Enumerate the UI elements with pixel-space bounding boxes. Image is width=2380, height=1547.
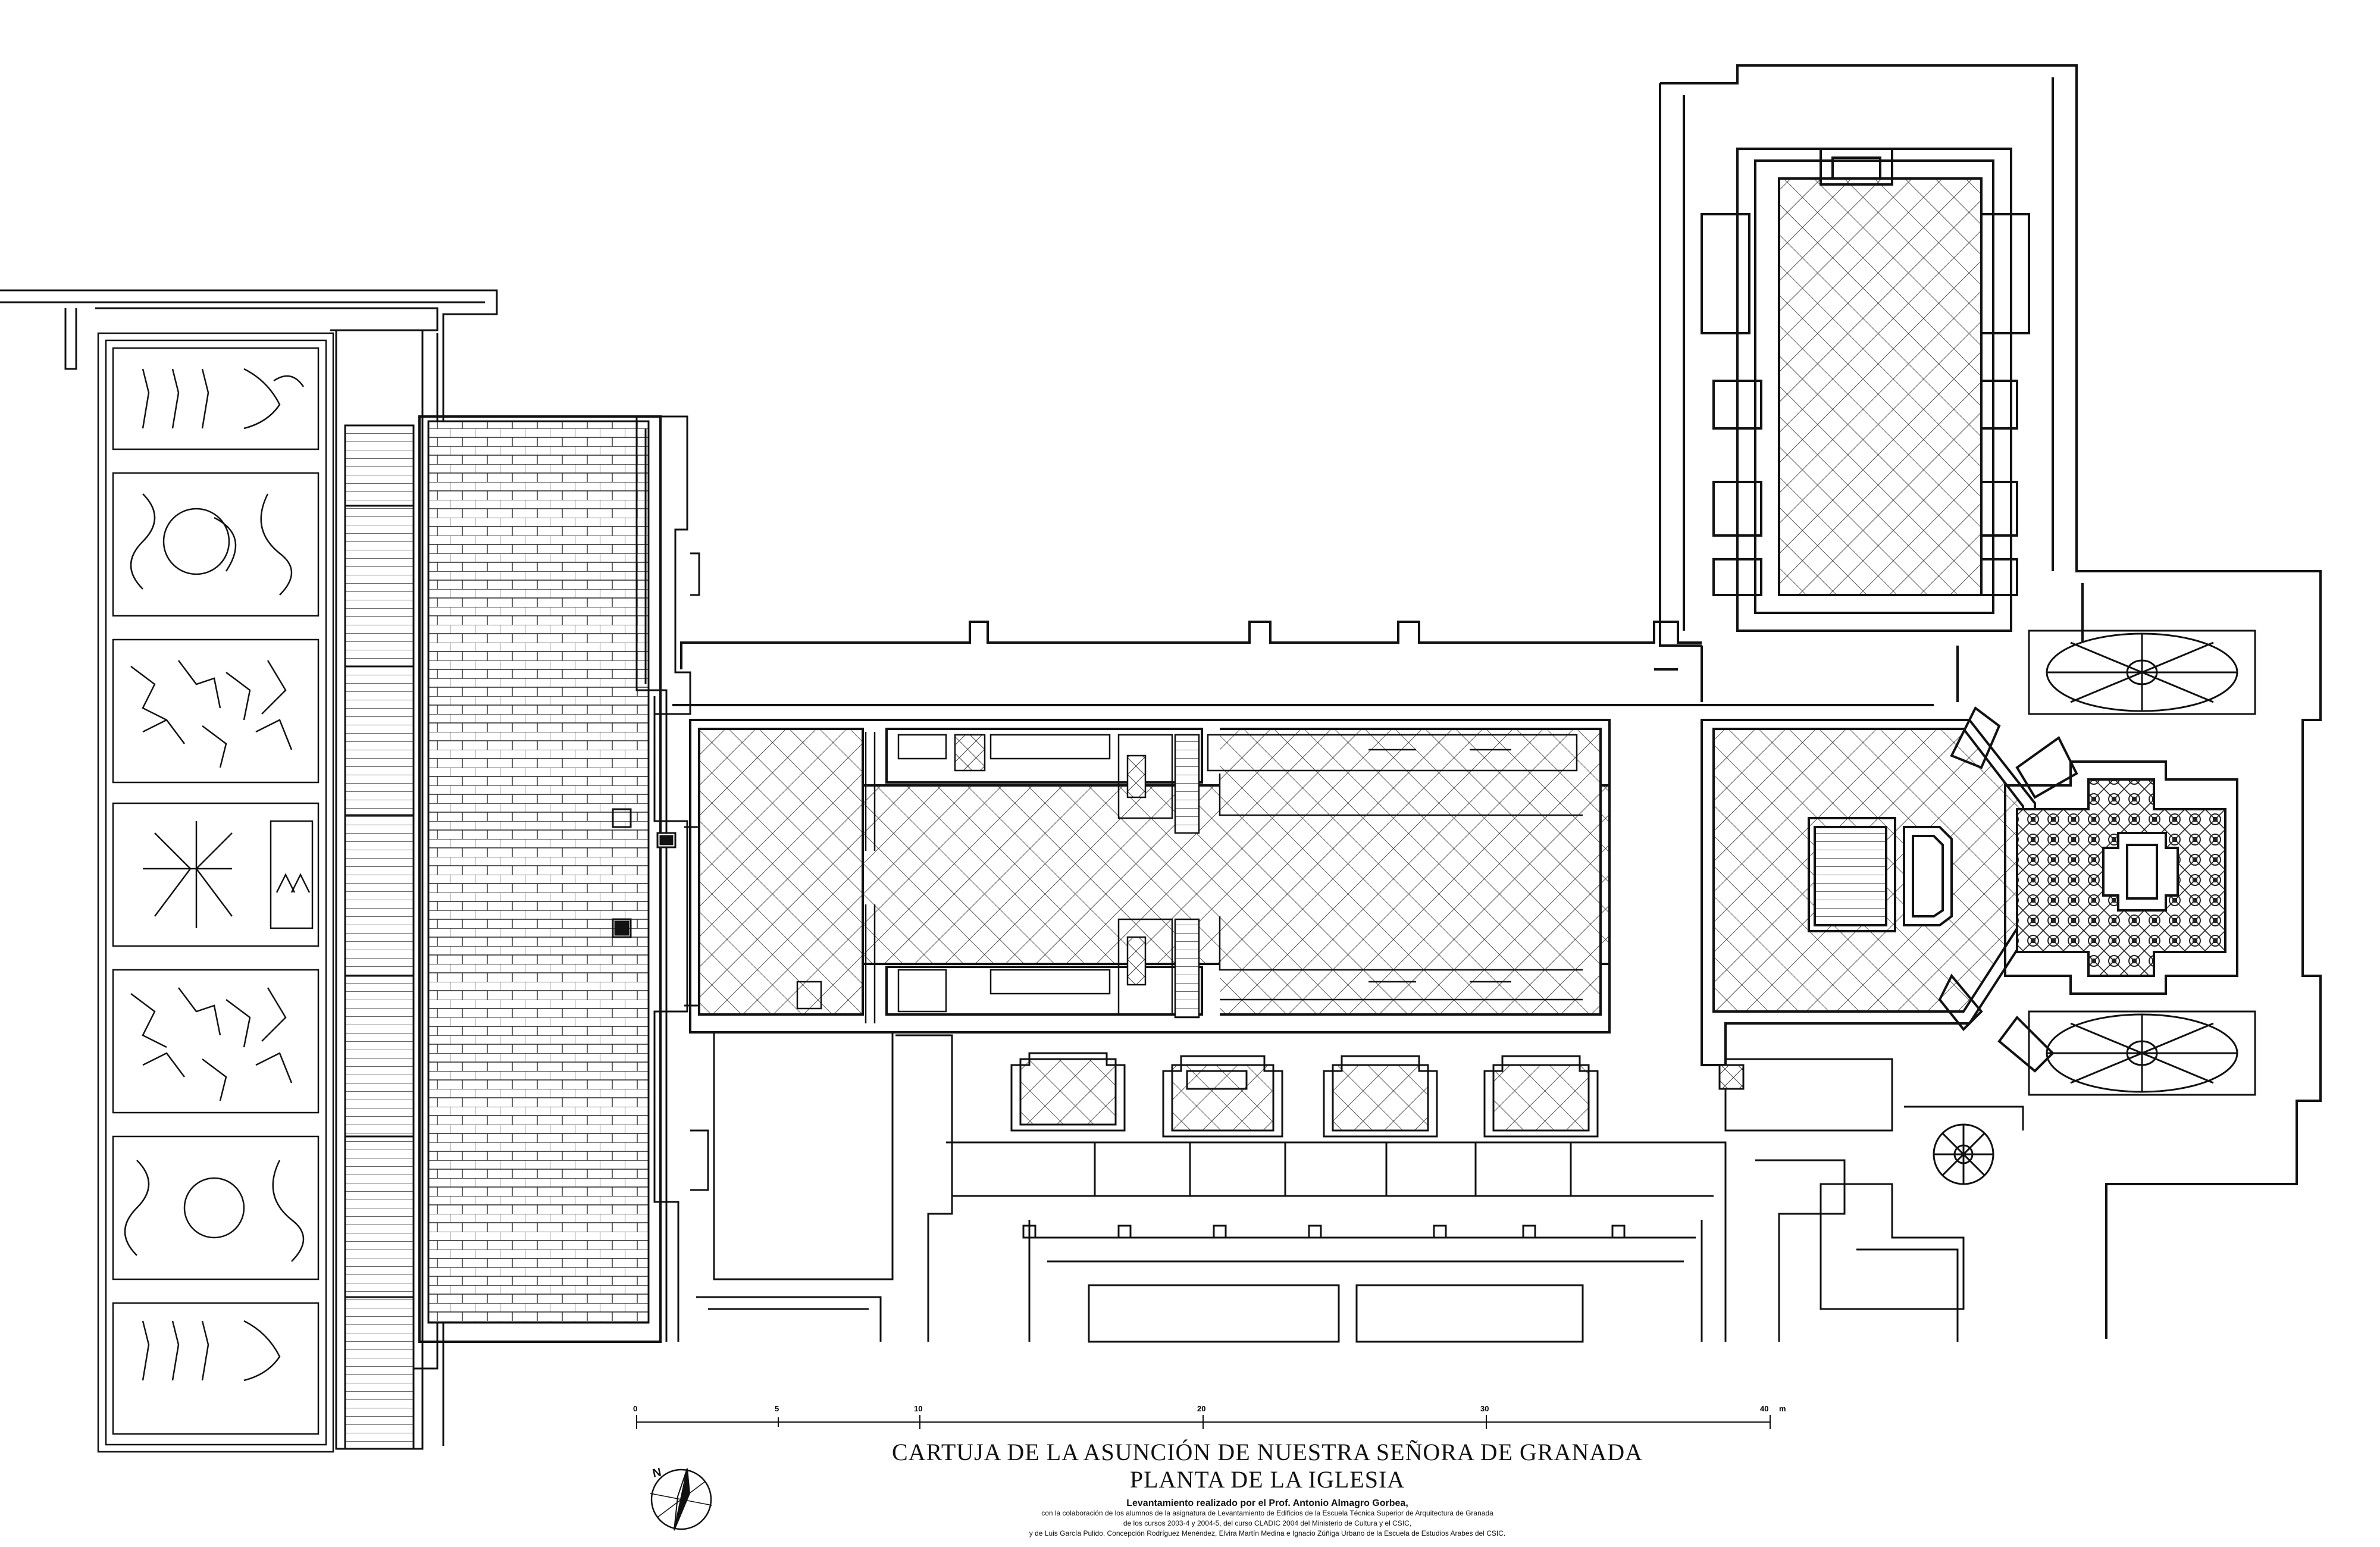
sacristy [1659,64,2322,1339]
north-arrow: N [650,1465,713,1531]
sagrario-chapel [1938,706,2238,1073]
drawing-subtitle: PLANTA DE LA IGLESIA [1129,1466,1405,1493]
mosaic-panel [112,1302,320,1435]
presbytery [1701,719,2036,1066]
oval-chapel-south [2028,1010,2256,1096]
south-east-annex [1718,1058,2024,1342]
scale-label: 20 [1197,1404,1205,1413]
choir-stalls-north [865,732,1583,851]
credit-line: y de Luis García Pulido, Concepción Rodr… [1029,1529,1506,1537]
side-chapels-south [1010,1052,1599,1138]
mosaic-panel [112,1135,320,1280]
drawing-title: CARTUJA DE LA ASUNCIÓN DE NUESTRA SEÑORA… [891,1439,1643,1465]
scale-bar: 0 5 10 20 30 40 m [633,1404,1786,1429]
cloister [696,1032,1727,1343]
paved-courtyard [418,415,668,1343]
mosaic-panel [112,802,320,947]
north-arrow-label: N [652,1465,663,1480]
mosaic-panel [112,347,320,450]
narthex-entry [612,415,709,1342]
credit-line: con la colaboración de los alumnos de la… [1041,1509,1493,1517]
mosaic-panel [112,969,320,1114]
scale-unit: m [1779,1404,1786,1413]
oval-chapel-north [2028,630,2256,715]
nave [689,719,1611,1034]
north-outer-wall [672,621,1934,706]
scale-label: 30 [1480,1404,1489,1413]
mosaic-panel [112,472,320,617]
scale-label: 5 [775,1404,779,1413]
scale-label: 40 [1760,1404,1768,1413]
mosaic-panel-strip [97,332,334,1453]
scale-label: 10 [914,1404,922,1413]
title-block: CARTUJA DE LA ASUNCIÓN DE NUESTRA SEÑORA… [821,1439,1714,1539]
credit-line: Levantamiento realizado por el Prof. Ant… [1126,1498,1408,1508]
side-gallery-stairs [335,329,424,1450]
choir-stalls-south [796,904,1583,1023]
credit-line: de los cursos 2003-4 y 2004-5, del curso… [1123,1519,1412,1527]
scale-label: 0 [633,1404,637,1413]
mosaic-panel [112,638,320,784]
